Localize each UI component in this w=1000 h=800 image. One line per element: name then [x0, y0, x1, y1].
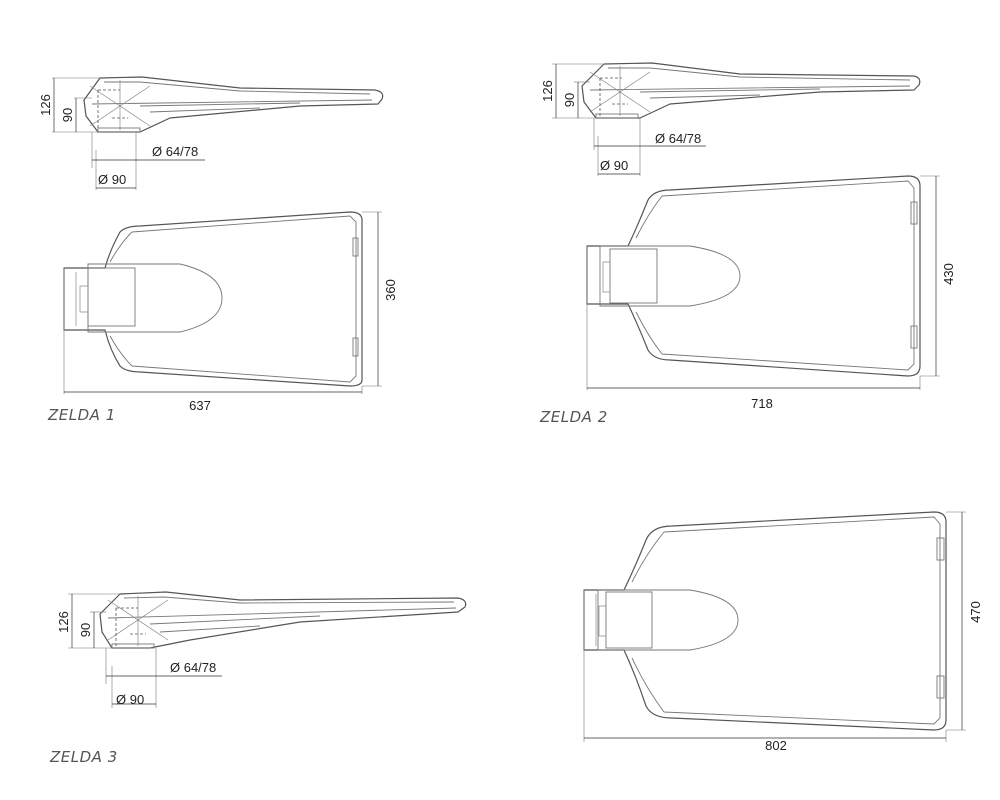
- zelda-2-length-label: 718: [751, 396, 773, 411]
- zelda-1-length-label: 637: [189, 398, 211, 413]
- zelda-1-side-hidden-lines: [97, 89, 128, 130]
- zelda-1-top-view: 360 637: [63, 211, 398, 413]
- zelda-2-top-inner-edge: [635, 180, 915, 371]
- zelda-3-length-label: 802: [765, 738, 787, 753]
- zelda-3-side-housing: [99, 591, 467, 649]
- zelda-2-model-name: ZELDA 2: [539, 408, 608, 426]
- zelda-3-top-spigot: [583, 590, 607, 650]
- zelda-3-top-view: 470 802: [583, 511, 983, 753]
- zelda-2-top-clip: [910, 201, 918, 225]
- zelda-2-top-clip: [910, 325, 918, 349]
- zelda-3-top-optic: [597, 589, 739, 651]
- zelda-2-side-view: 126 90 Ø 64/78 Ø 90: [540, 62, 921, 176]
- zelda-3-width-label: 470: [968, 601, 983, 623]
- zelda-1-top-clip: [352, 337, 359, 357]
- zelda-1-top-inner-edge: [109, 215, 357, 383]
- zelda-3-side-view: 126 90 Ø 64/78 Ø 90: [56, 591, 467, 708]
- zelda-3-top-clip: [936, 675, 945, 699]
- zelda-1-side-view: 126 90 Ø 64/78 Ø 90: [38, 76, 384, 190]
- zelda-2-side-hidden-lines: [599, 77, 628, 116]
- zelda-1-top-optic: [87, 263, 223, 333]
- zelda-3-side-hidden-lines: [115, 607, 146, 646]
- zelda-1-top-housing: [63, 211, 363, 387]
- zelda-1-side-base: [97, 127, 141, 133]
- zelda-1-side-detail: [91, 81, 373, 113]
- zelda-3-side-cross: [107, 596, 169, 646]
- zelda-2-top-spigot: [586, 246, 611, 304]
- zelda-3-height-total-label: 126: [56, 611, 71, 633]
- zelda-3-height-inner-label: 90: [78, 623, 93, 637]
- zelda-2-side-base: [595, 113, 639, 119]
- zelda-3-side-detail: [107, 596, 457, 633]
- zelda-1-model-name: ZELDA 1: [47, 406, 116, 424]
- zelda-2-top-optic: [599, 245, 741, 307]
- zelda-2-spigot-diameter-label: Ø 64/78: [655, 131, 701, 146]
- zelda-2-side-detail: [589, 67, 911, 99]
- zelda-1-side-cross: [89, 80, 151, 130]
- zelda-1-mount-diameter-label: Ø 90: [98, 172, 126, 187]
- zelda-3-mount-diameter-label: Ø 90: [116, 692, 144, 707]
- zelda-1-top-spigot: [63, 268, 89, 330]
- zelda-1-spigot-diameter-label: Ø 64/78: [152, 144, 198, 159]
- zelda-2-top-housing: [586, 175, 921, 377]
- zelda-1-top-clip: [352, 237, 359, 257]
- zelda-2-height-inner-label: 90: [562, 93, 577, 107]
- zelda-3-top-clip: [936, 537, 945, 561]
- zelda-3-top-housing: [583, 511, 947, 731]
- zelda-2-width-label: 430: [941, 263, 956, 285]
- zelda-1-width-label: 360: [383, 279, 398, 301]
- zelda-3-side-base: [111, 643, 155, 649]
- zelda-2-top-view: 430 718: [586, 175, 956, 411]
- zelda-1-height-total-label: 126: [38, 94, 53, 116]
- zelda-2-mount-diameter-label: Ø 90: [600, 158, 628, 173]
- zelda-3-top-inner-edge: [631, 516, 941, 725]
- zelda-3-model-name: ZELDA 3: [49, 748, 118, 766]
- zelda-2-height-total-label: 126: [540, 80, 555, 102]
- zelda-3-spigot-diameter-label: Ø 64/78: [170, 660, 216, 675]
- zelda-1-height-inner-label: 90: [60, 108, 75, 122]
